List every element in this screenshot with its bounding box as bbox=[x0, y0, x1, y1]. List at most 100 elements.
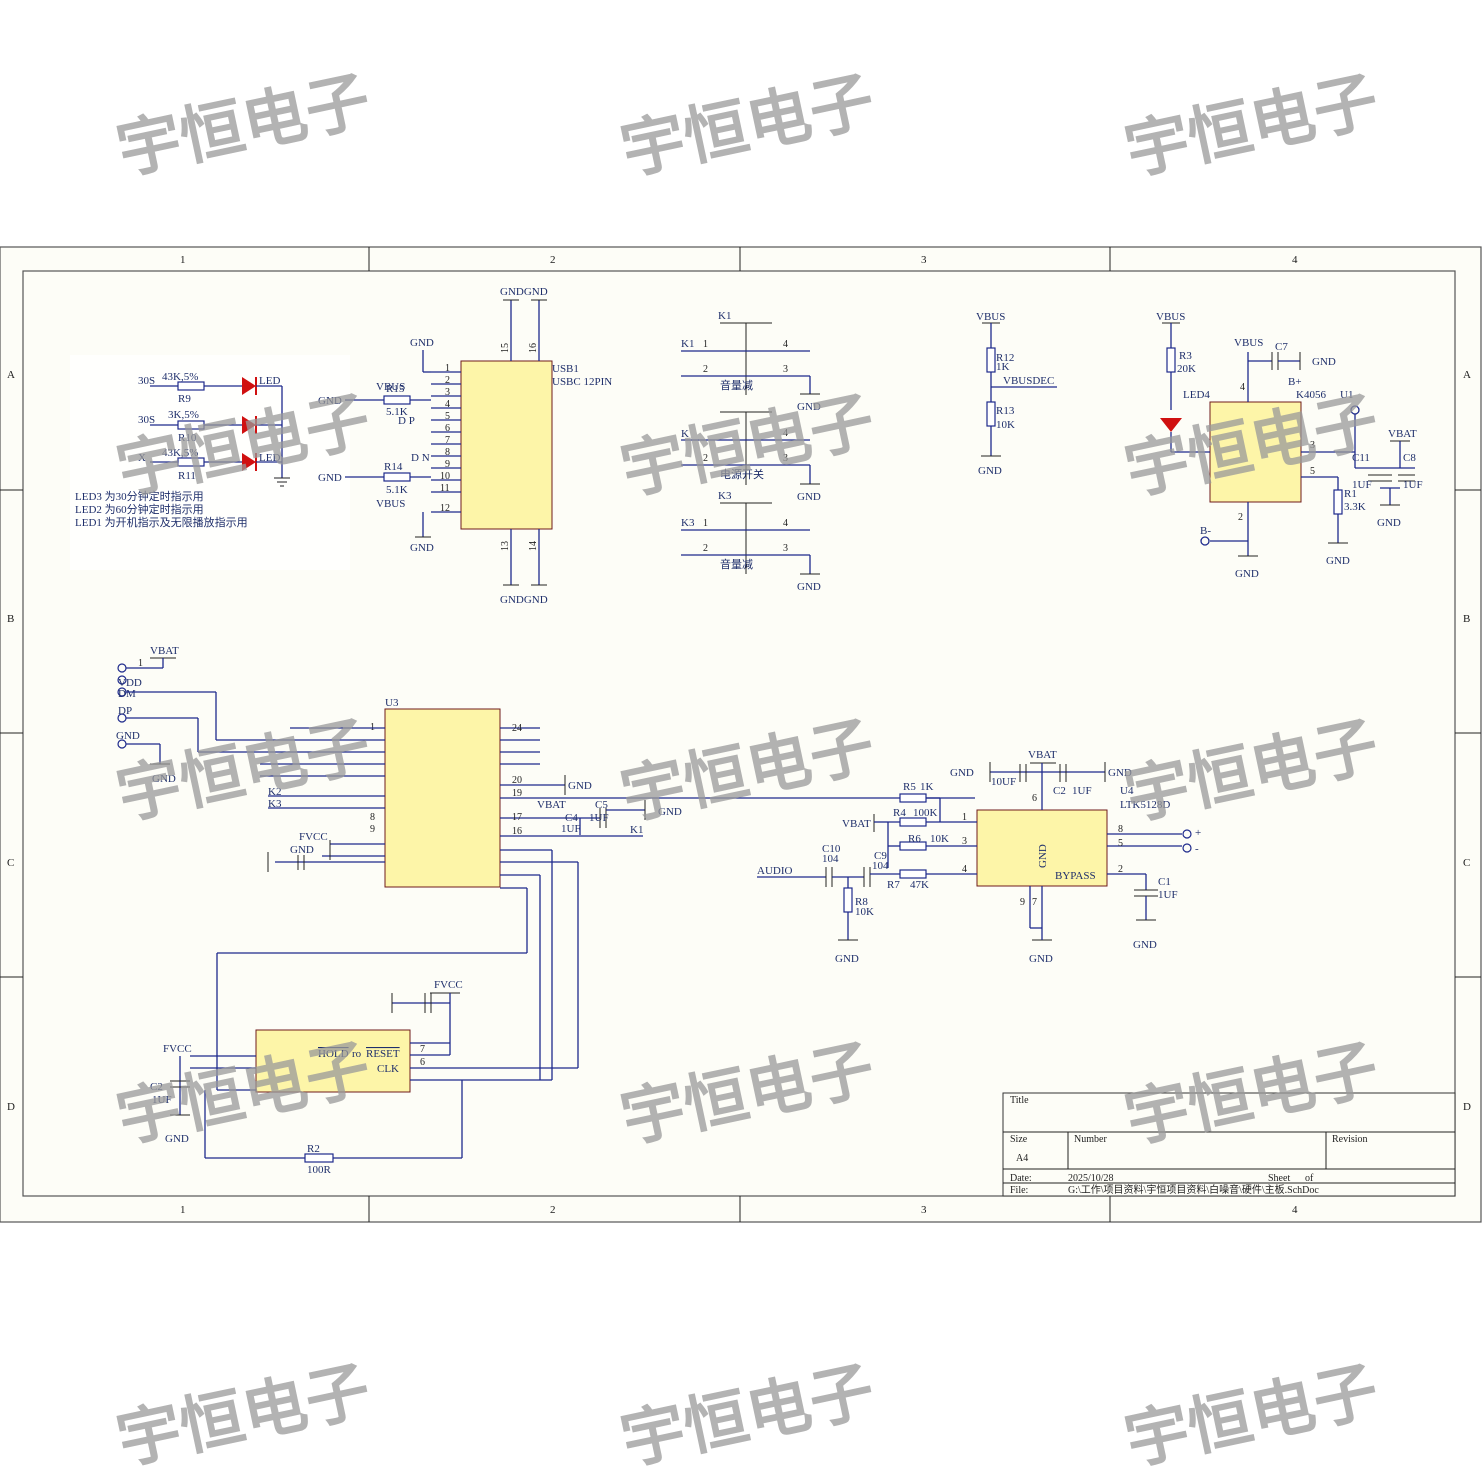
r4-label: R4 bbox=[893, 807, 906, 819]
u1-part: K4056 bbox=[1296, 389, 1326, 401]
u4-gnd-pin: GND bbox=[1037, 844, 1049, 868]
r1-value: 3.3K bbox=[1344, 501, 1366, 513]
led-r10-label: R10 bbox=[178, 432, 197, 444]
r8-value: 10K bbox=[855, 906, 874, 918]
r8-label: R8 bbox=[855, 896, 868, 908]
usb1-ref: USB1 bbox=[552, 363, 579, 375]
usb-pin14: 14 bbox=[528, 541, 539, 551]
amp-gnd-right: GND bbox=[1108, 767, 1132, 779]
led-r9-value: 3K,5% bbox=[168, 409, 199, 421]
speaker-plus-terminal[interactable] bbox=[1182, 829, 1192, 839]
usb-pin10: 10 bbox=[440, 471, 450, 482]
charger-gnd-r1: GND bbox=[1326, 555, 1350, 567]
flash-fvcc-left: FVCC bbox=[163, 1043, 192, 1055]
r12-label: R12 bbox=[996, 352, 1014, 364]
u1-p3: 3 bbox=[1310, 440, 1315, 451]
usb-pin6: 6 bbox=[445, 423, 450, 434]
note-led2: LED2 为60分钟定时指示用 bbox=[75, 502, 204, 516]
speaker-minus: - bbox=[1195, 843, 1199, 855]
u4-bypass: BYPASS bbox=[1055, 870, 1096, 882]
led1-icon bbox=[242, 377, 256, 395]
vbus-detect-section: VBUS R12 1K VBUSDEC R13 10K GND bbox=[976, 311, 1057, 477]
k2-label: K bbox=[681, 428, 689, 440]
k3-gnd: GND bbox=[797, 581, 821, 593]
vbusdec-net: VBUSDEC bbox=[1003, 375, 1054, 387]
k1-p3: 3 bbox=[783, 364, 788, 375]
charger-bminus: B- bbox=[1200, 525, 1211, 537]
r3-value: 20K bbox=[1177, 363, 1196, 375]
flash-p7: 7 bbox=[420, 1044, 425, 1055]
flash-hold: HOLD bbox=[318, 1048, 349, 1060]
u1-p5: 5 bbox=[1310, 466, 1315, 477]
col-label-4: 4 bbox=[1292, 254, 1298, 266]
u3-pin8: 8 bbox=[370, 812, 375, 823]
u3-gnd-right2: GND bbox=[658, 806, 682, 818]
k2-name: 电源开关 bbox=[720, 467, 764, 481]
flash-body bbox=[255, 1029, 411, 1093]
led-net-x: X bbox=[138, 452, 146, 464]
led3-icon bbox=[242, 453, 256, 471]
u4-p3: 3 bbox=[962, 836, 967, 847]
r13-label: R13 bbox=[996, 405, 1015, 417]
usb-pin16: 16 bbox=[528, 343, 539, 353]
c9-label: C9 bbox=[874, 850, 887, 862]
usb-vbus-pin: VBUS bbox=[376, 498, 405, 510]
u3-gnd-right: GND bbox=[568, 780, 592, 792]
c5-label: C5 bbox=[595, 799, 608, 811]
flash-gnd: GND bbox=[165, 1133, 189, 1145]
u1-ref: U1 bbox=[1340, 389, 1353, 401]
led3-label: LED bbox=[259, 452, 280, 464]
speaker-minus-terminal[interactable] bbox=[1182, 843, 1192, 853]
k2-gnd: GND bbox=[797, 491, 821, 503]
usb-dn-label: D N bbox=[411, 452, 430, 464]
flash-c2-label: C2 bbox=[150, 1081, 163, 1093]
k1-gnd: GND bbox=[797, 401, 821, 413]
u4-ref: U4 bbox=[1120, 785, 1134, 797]
mcu-k2: K2 bbox=[268, 786, 281, 798]
u4-p2: 2 bbox=[1118, 864, 1123, 875]
usb-gnd-left: GND bbox=[318, 395, 342, 407]
usb-pin7: 7 bbox=[445, 435, 450, 446]
usb-r15-label: R15 bbox=[386, 383, 405, 395]
k3-name: 音量减 bbox=[720, 557, 753, 571]
header-pin-2[interactable] bbox=[117, 675, 127, 685]
k1-p1: 1 bbox=[703, 339, 708, 350]
u1-p4: 4 bbox=[1240, 382, 1245, 393]
mcu-gnd-header: GND bbox=[116, 730, 140, 742]
mcu-vbat: VBAT bbox=[150, 645, 179, 657]
batt-minus-terminal[interactable] bbox=[1200, 536, 1210, 546]
mcu-k3: K3 bbox=[268, 798, 282, 810]
amp-cap-left-value: 10UF bbox=[991, 776, 1016, 788]
r2-value: 100R bbox=[307, 1164, 332, 1176]
usb-gnd-pin1: GND bbox=[410, 337, 434, 349]
k1-p2: 2 bbox=[703, 364, 708, 375]
mcu-dp: DP bbox=[118, 705, 132, 717]
k1-label: K1 bbox=[681, 338, 694, 350]
amp-gnd-c1: GND bbox=[1133, 939, 1157, 951]
led4-label: LED4 bbox=[1183, 389, 1210, 401]
watermark: 宇恒电子 bbox=[615, 64, 881, 190]
r2-label: R2 bbox=[307, 1143, 320, 1155]
flash-p6: 6 bbox=[420, 1057, 425, 1068]
tb-size-label: Size bbox=[1010, 1134, 1028, 1145]
k3-ref: K3 bbox=[718, 490, 732, 502]
r1-label: R1 bbox=[1344, 488, 1357, 500]
u4-p5: 5 bbox=[1118, 838, 1123, 849]
k1-ref: K1 bbox=[718, 310, 731, 322]
amp-c2-label: C2 bbox=[1053, 785, 1066, 797]
usb-pin1: 1 bbox=[445, 363, 450, 374]
watermark: 宇恒电子 bbox=[111, 1354, 377, 1480]
mcu-gnd-header2: GND bbox=[152, 773, 176, 785]
led-indicator-section: 30S 30S X 43K,5% R9 3K,5% R10 43K,5% R11… bbox=[70, 355, 350, 570]
usb-r14-value: 5.1K bbox=[386, 484, 408, 496]
k2-p3: 3 bbox=[783, 453, 788, 464]
c1-value: 1UF bbox=[1158, 889, 1178, 901]
r12-value: 1K bbox=[996, 361, 1010, 373]
row-label-a: A bbox=[7, 369, 15, 381]
c8-value: 1UF bbox=[1403, 479, 1423, 491]
flash-fvcc: FVCC bbox=[434, 979, 463, 991]
row-label-c: C bbox=[7, 857, 14, 869]
usb1-body bbox=[460, 360, 553, 530]
led-r11-label: R11 bbox=[178, 470, 196, 482]
